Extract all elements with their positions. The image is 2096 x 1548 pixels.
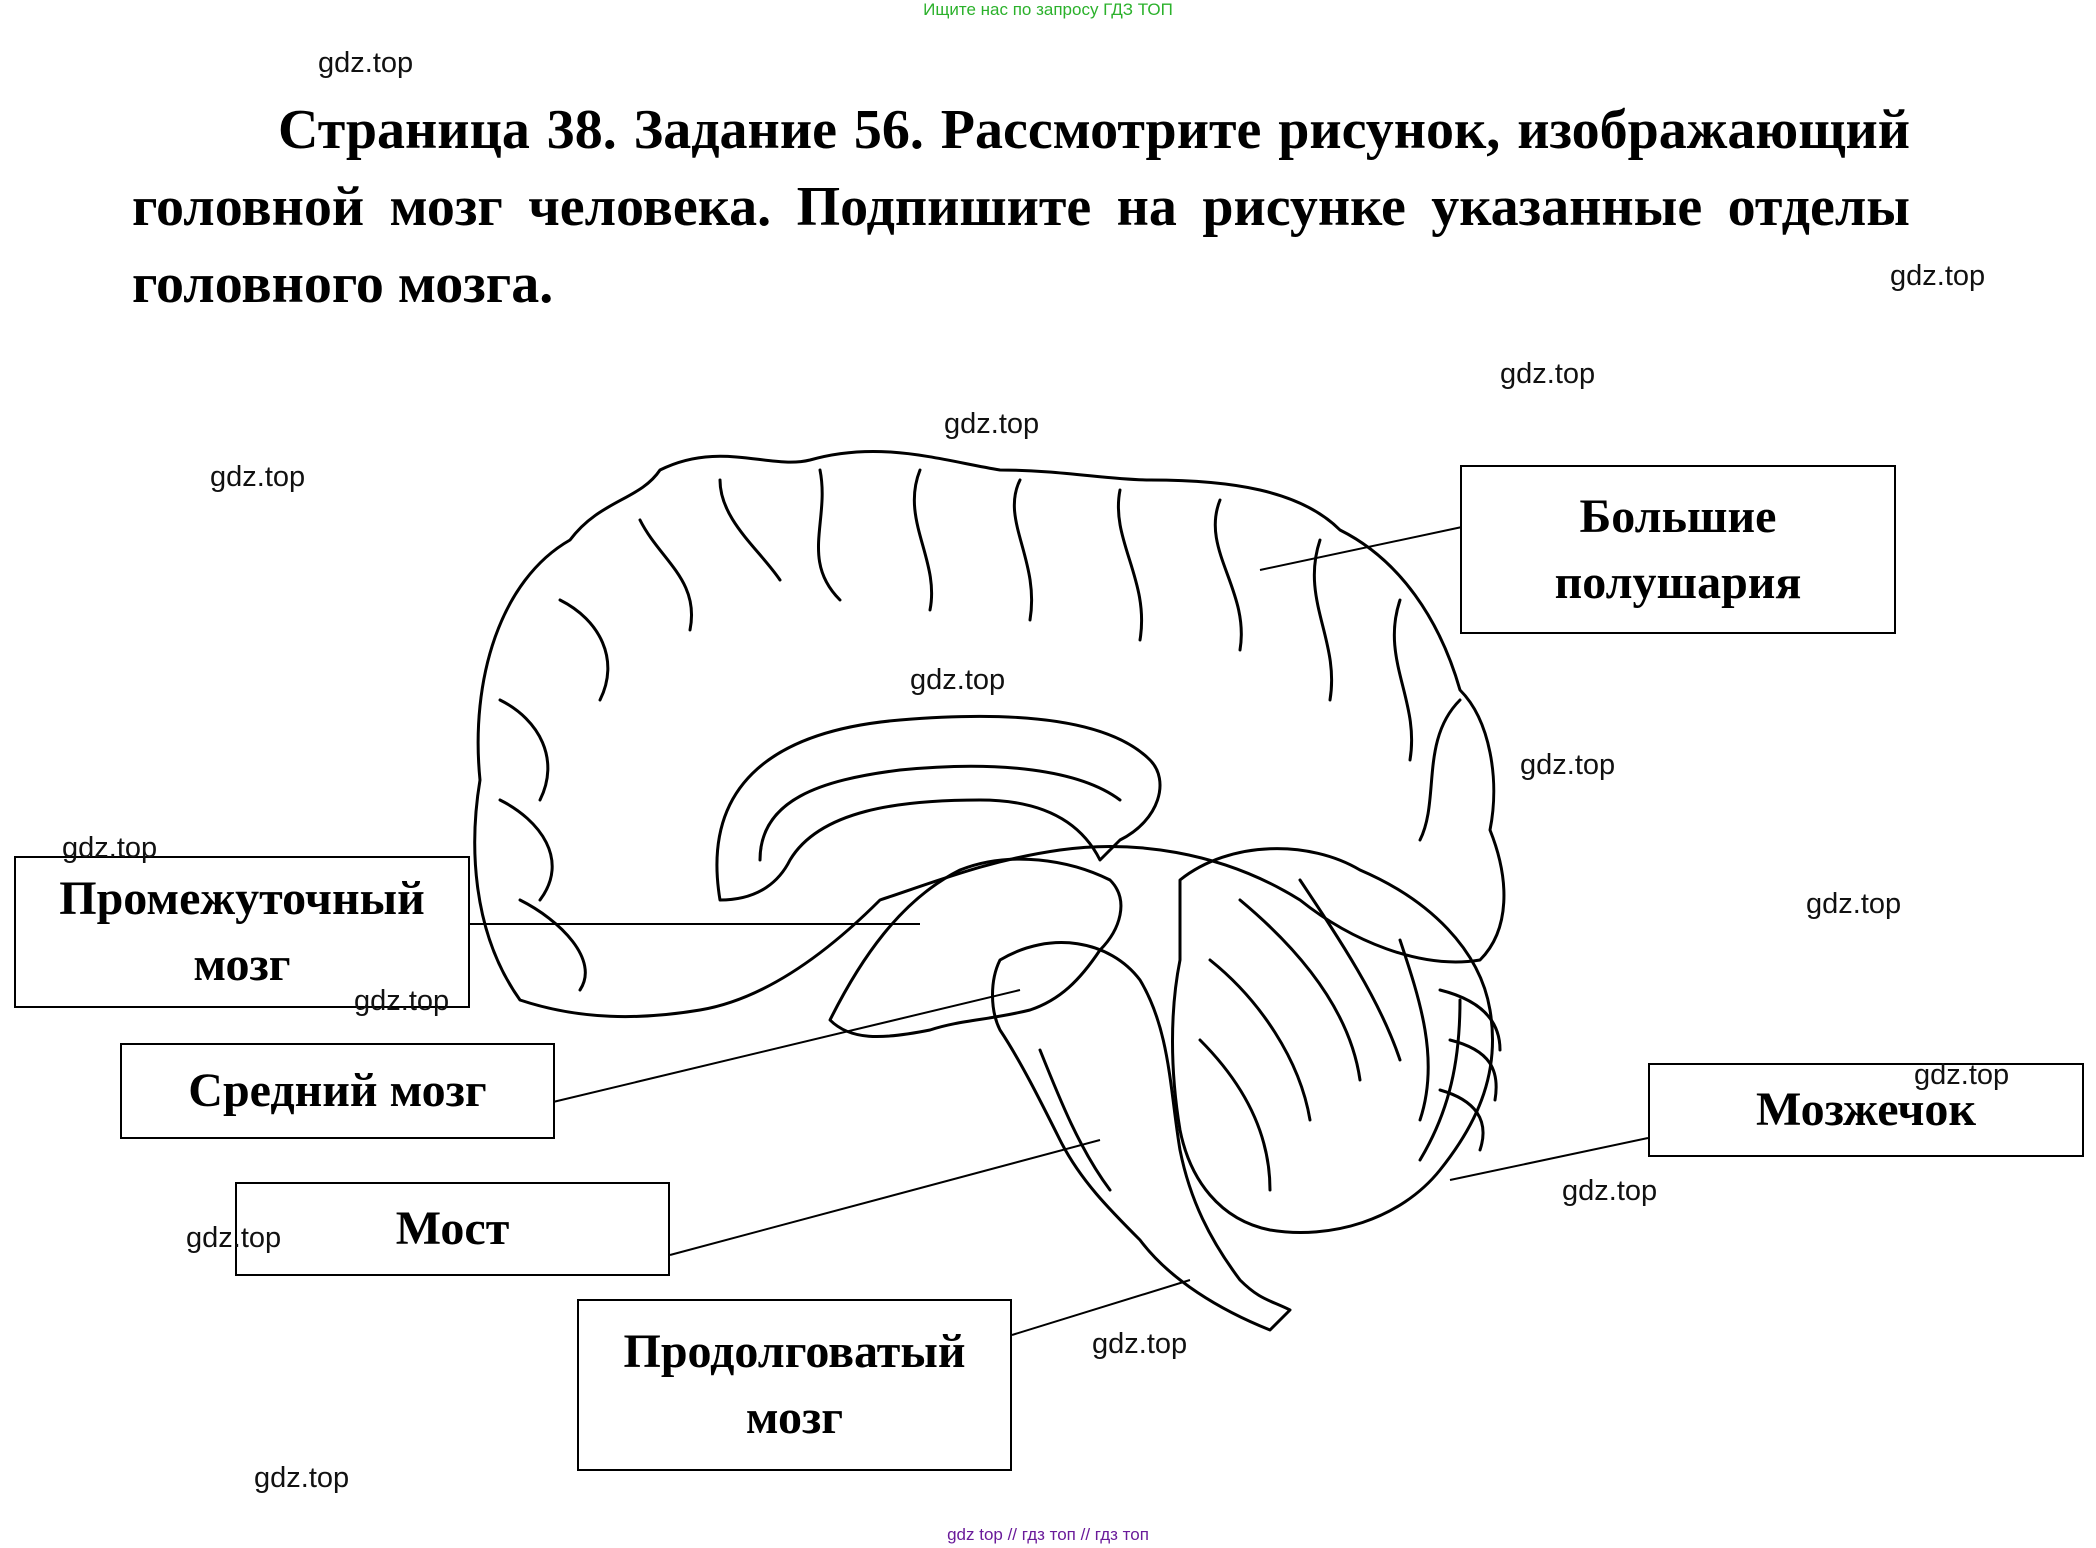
watermark: gdz.top	[254, 1462, 350, 1494]
diencephalon-region	[828, 857, 1123, 1038]
corpus-callosum	[715, 714, 1162, 902]
watermark: gdz.top	[910, 664, 1006, 696]
label-hemispheres: Большие полушария	[1460, 465, 1896, 634]
label-pons: Мост	[235, 1182, 670, 1276]
label-midbrain: Средний мозг	[120, 1043, 555, 1139]
cerebrum-outline	[473, 449, 1506, 1019]
leader-medulla	[1011, 1279, 1191, 1336]
watermark: gdz.top	[210, 461, 306, 493]
watermark: gdz.top	[62, 832, 158, 864]
watermark: gdz.top	[1500, 358, 1596, 390]
watermark: gdz.top	[318, 47, 414, 79]
label-cerebellum: Мозжечок	[1648, 1063, 2084, 1157]
label-hemispheres-line1: Большие	[1579, 489, 1777, 543]
label-cerebellum-text: Мозжечок	[1755, 1083, 1977, 1136]
watermark: gdz.top	[186, 1222, 282, 1254]
leader-pons	[669, 1139, 1101, 1256]
watermark: gdz.top	[944, 408, 1040, 440]
leader-hemispheres	[1259, 526, 1463, 571]
watermark: gdz.top	[354, 985, 450, 1017]
label-diencephalon: Промежуточный мозг	[14, 856, 470, 1008]
task-text: Страница 38. Задание 56. Рассмотрите рис…	[132, 99, 1910, 315]
watermark: gdz.top	[1914, 1059, 2010, 1091]
watermark: gdz.top	[1092, 1328, 1188, 1360]
label-midbrain-text: Средний мозг	[188, 1064, 487, 1117]
watermark: gdz.top	[1520, 749, 1616, 781]
watermark: gdz.top	[1890, 260, 1986, 292]
label-pons-text: Мост	[395, 1202, 510, 1255]
leader-midbrain	[552, 989, 1021, 1103]
search-banner: Ищите нас по запросу ГДЗ ТОП	[923, 0, 1173, 19]
watermark: gdz.top	[1806, 888, 1902, 920]
cerebellum-outline	[1171, 847, 1494, 1234]
footer-watermark: gdz top // гдз топ // гдз топ	[947, 1525, 1149, 1544]
label-medulla-line1: Продолговатый	[623, 1325, 966, 1378]
label-hemispheres-line2: полушария	[1554, 555, 1802, 609]
watermark: gdz.top	[1562, 1175, 1658, 1207]
label-diencephalon-line1: Промежуточный	[59, 872, 425, 925]
label-medulla: Продолговатый мозг	[577, 1299, 1012, 1471]
brainstem	[991, 941, 1292, 1332]
label-medulla-line2: мозг	[745, 1391, 844, 1444]
leader-cerebellum	[1449, 1137, 1649, 1181]
label-diencephalon-line2: мозг	[193, 938, 291, 991]
